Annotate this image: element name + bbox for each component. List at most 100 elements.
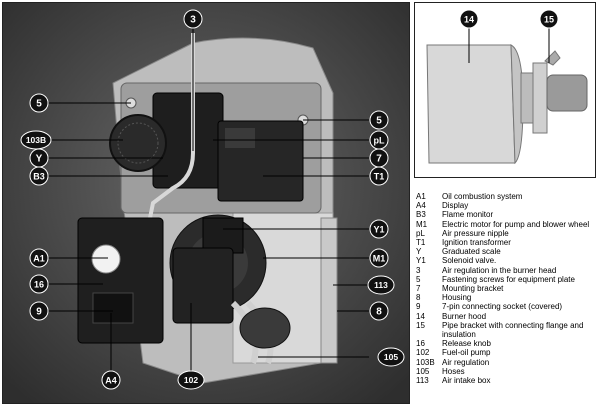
legend-row: 105 Hoses <box>416 367 598 376</box>
svg-text:B3: B3 <box>33 172 45 182</box>
burner-hood-shape <box>426 44 516 164</box>
legend-description: Hoses <box>442 366 465 376</box>
legend-code: 5 <box>416 274 421 284</box>
burner-illustration: 3 5 5 103B Y B3 pL 7 T1 Y1 A1 M1 16 113 … <box>3 3 409 403</box>
callout-14: 14 <box>459 9 479 29</box>
svg-text:5: 5 <box>376 116 382 127</box>
svg-text:Y: Y <box>36 154 43 165</box>
legend-description: Burner hood <box>442 311 487 321</box>
legend-description: Display <box>442 201 469 211</box>
callout-16: 16 <box>29 274 49 294</box>
legend-description: Fuel-oil pump <box>442 348 491 358</box>
legend-code: 14 <box>416 311 425 321</box>
svg-text:16: 16 <box>34 280 44 290</box>
legend-row: 9 7-pin connecting socket (covered) <box>416 302 598 311</box>
svg-text:A1: A1 <box>33 254 45 264</box>
callout-15: 15 <box>539 9 559 29</box>
pipe-bracket-flange <box>532 62 548 134</box>
legend-description: Housing <box>442 293 472 303</box>
legend-code: M1 <box>416 219 428 229</box>
legend-description: Air regulation in the burner head <box>442 265 557 275</box>
release-knob <box>91 244 121 274</box>
air-tube <box>141 33 195 254</box>
callout-a1: A1 <box>29 248 49 268</box>
legend-row: 15 Pipe bracket with connecting flange an… <box>416 321 598 339</box>
legend-description: Release knob <box>442 339 491 349</box>
legend-row: T1 Ignition transformer <box>416 238 598 247</box>
svg-text:3: 3 <box>190 15 196 26</box>
legend-code: Y1 <box>416 256 426 266</box>
legend-description: Air pressure nipple <box>442 228 509 238</box>
legend-code: Y <box>416 247 422 257</box>
callout-9: 9 <box>29 301 49 321</box>
callout-103b: 103B <box>20 130 52 150</box>
callout-102: 102 <box>177 370 205 390</box>
legend-description: Electric motor for pump and blower wheel <box>442 219 590 229</box>
legend-row: Y1 Solenoid valve. <box>416 256 598 265</box>
legend-code: 8 <box>416 293 421 303</box>
legend-description: Flame monitor <box>442 210 494 220</box>
callout-3: 3 <box>183 9 203 29</box>
svg-text:9: 9 <box>36 307 42 318</box>
svg-text:7: 7 <box>376 154 382 165</box>
callout-t1: T1 <box>369 166 389 186</box>
legend-description: 7-pin connecting socket (covered) <box>442 302 563 312</box>
legend-description: Oil combustion system <box>442 192 523 201</box>
hood-illustration: 14 15 <box>426 9 588 165</box>
callout-113: 113 <box>367 275 395 295</box>
legend-row: 14 Burner hood <box>416 312 598 321</box>
svg-text:15: 15 <box>544 15 554 25</box>
svg-text:A4: A4 <box>105 376 117 386</box>
legend-code: 15 <box>416 320 425 330</box>
fuel-oil-pump <box>172 247 234 324</box>
callout-pl: pL <box>369 130 389 150</box>
display-module <box>77 217 164 344</box>
callout-a4: A4 <box>101 370 121 390</box>
legend-code: 113 <box>416 376 429 386</box>
legend-description: Graduated scale <box>442 247 501 257</box>
svg-text:8: 8 <box>376 307 382 318</box>
burner-photo: 3 5 5 103B Y B3 pL 7 T1 Y1 A1 M1 16 113 … <box>2 2 410 404</box>
svg-text:14: 14 <box>464 15 474 25</box>
legend-code: A4 <box>416 201 426 211</box>
legend-description: Fastening screws for equipment plate <box>442 274 575 284</box>
legend-code: A1 <box>416 192 426 201</box>
legend-row: M1 Electric motor for pump and blower whe… <box>416 220 598 229</box>
legend-description: Ignition transformer <box>442 238 511 248</box>
burner-hood-inset: 14 15 <box>414 2 596 178</box>
legend-code: 7 <box>416 284 421 294</box>
legend-code: 102 <box>416 348 430 358</box>
legend-row: A4 Display <box>416 201 598 210</box>
svg-text:103B: 103B <box>26 135 46 145</box>
legend-row: 8 Housing <box>416 293 598 302</box>
svg-text:102: 102 <box>184 375 198 385</box>
svg-text:pL: pL <box>374 136 385 146</box>
callout-8: 8 <box>369 301 389 321</box>
legend-code: 103B <box>416 357 435 367</box>
svg-text:T1: T1 <box>374 172 385 182</box>
legend-description: Pipe bracket with connecting flange and … <box>442 320 584 340</box>
legend-code: 9 <box>416 302 421 312</box>
legend-code: pL <box>416 228 425 238</box>
callout-5-left: 5 <box>29 93 49 113</box>
legend-code: 105 <box>416 366 430 376</box>
callout-b3: B3 <box>29 166 49 186</box>
legend-row: A1 Oil combustion system <box>416 192 598 201</box>
connecting-socket <box>92 292 134 324</box>
legend-description: Solenoid valve. <box>442 256 497 266</box>
legend-row: Y Graduated scale <box>416 247 598 256</box>
pipe-tube <box>546 74 588 112</box>
svg-text:113: 113 <box>374 280 388 290</box>
legend-description: Mounting bracket <box>442 284 504 294</box>
solenoid-valve <box>202 217 244 254</box>
legend-code: T1 <box>416 238 426 248</box>
legend-row: 102 Fuel-oil pump <box>416 348 598 357</box>
callout-7: 7 <box>369 148 389 168</box>
legend-row: 7 Mounting bracket <box>416 284 598 293</box>
callout-5-right: 5 <box>369 110 389 130</box>
